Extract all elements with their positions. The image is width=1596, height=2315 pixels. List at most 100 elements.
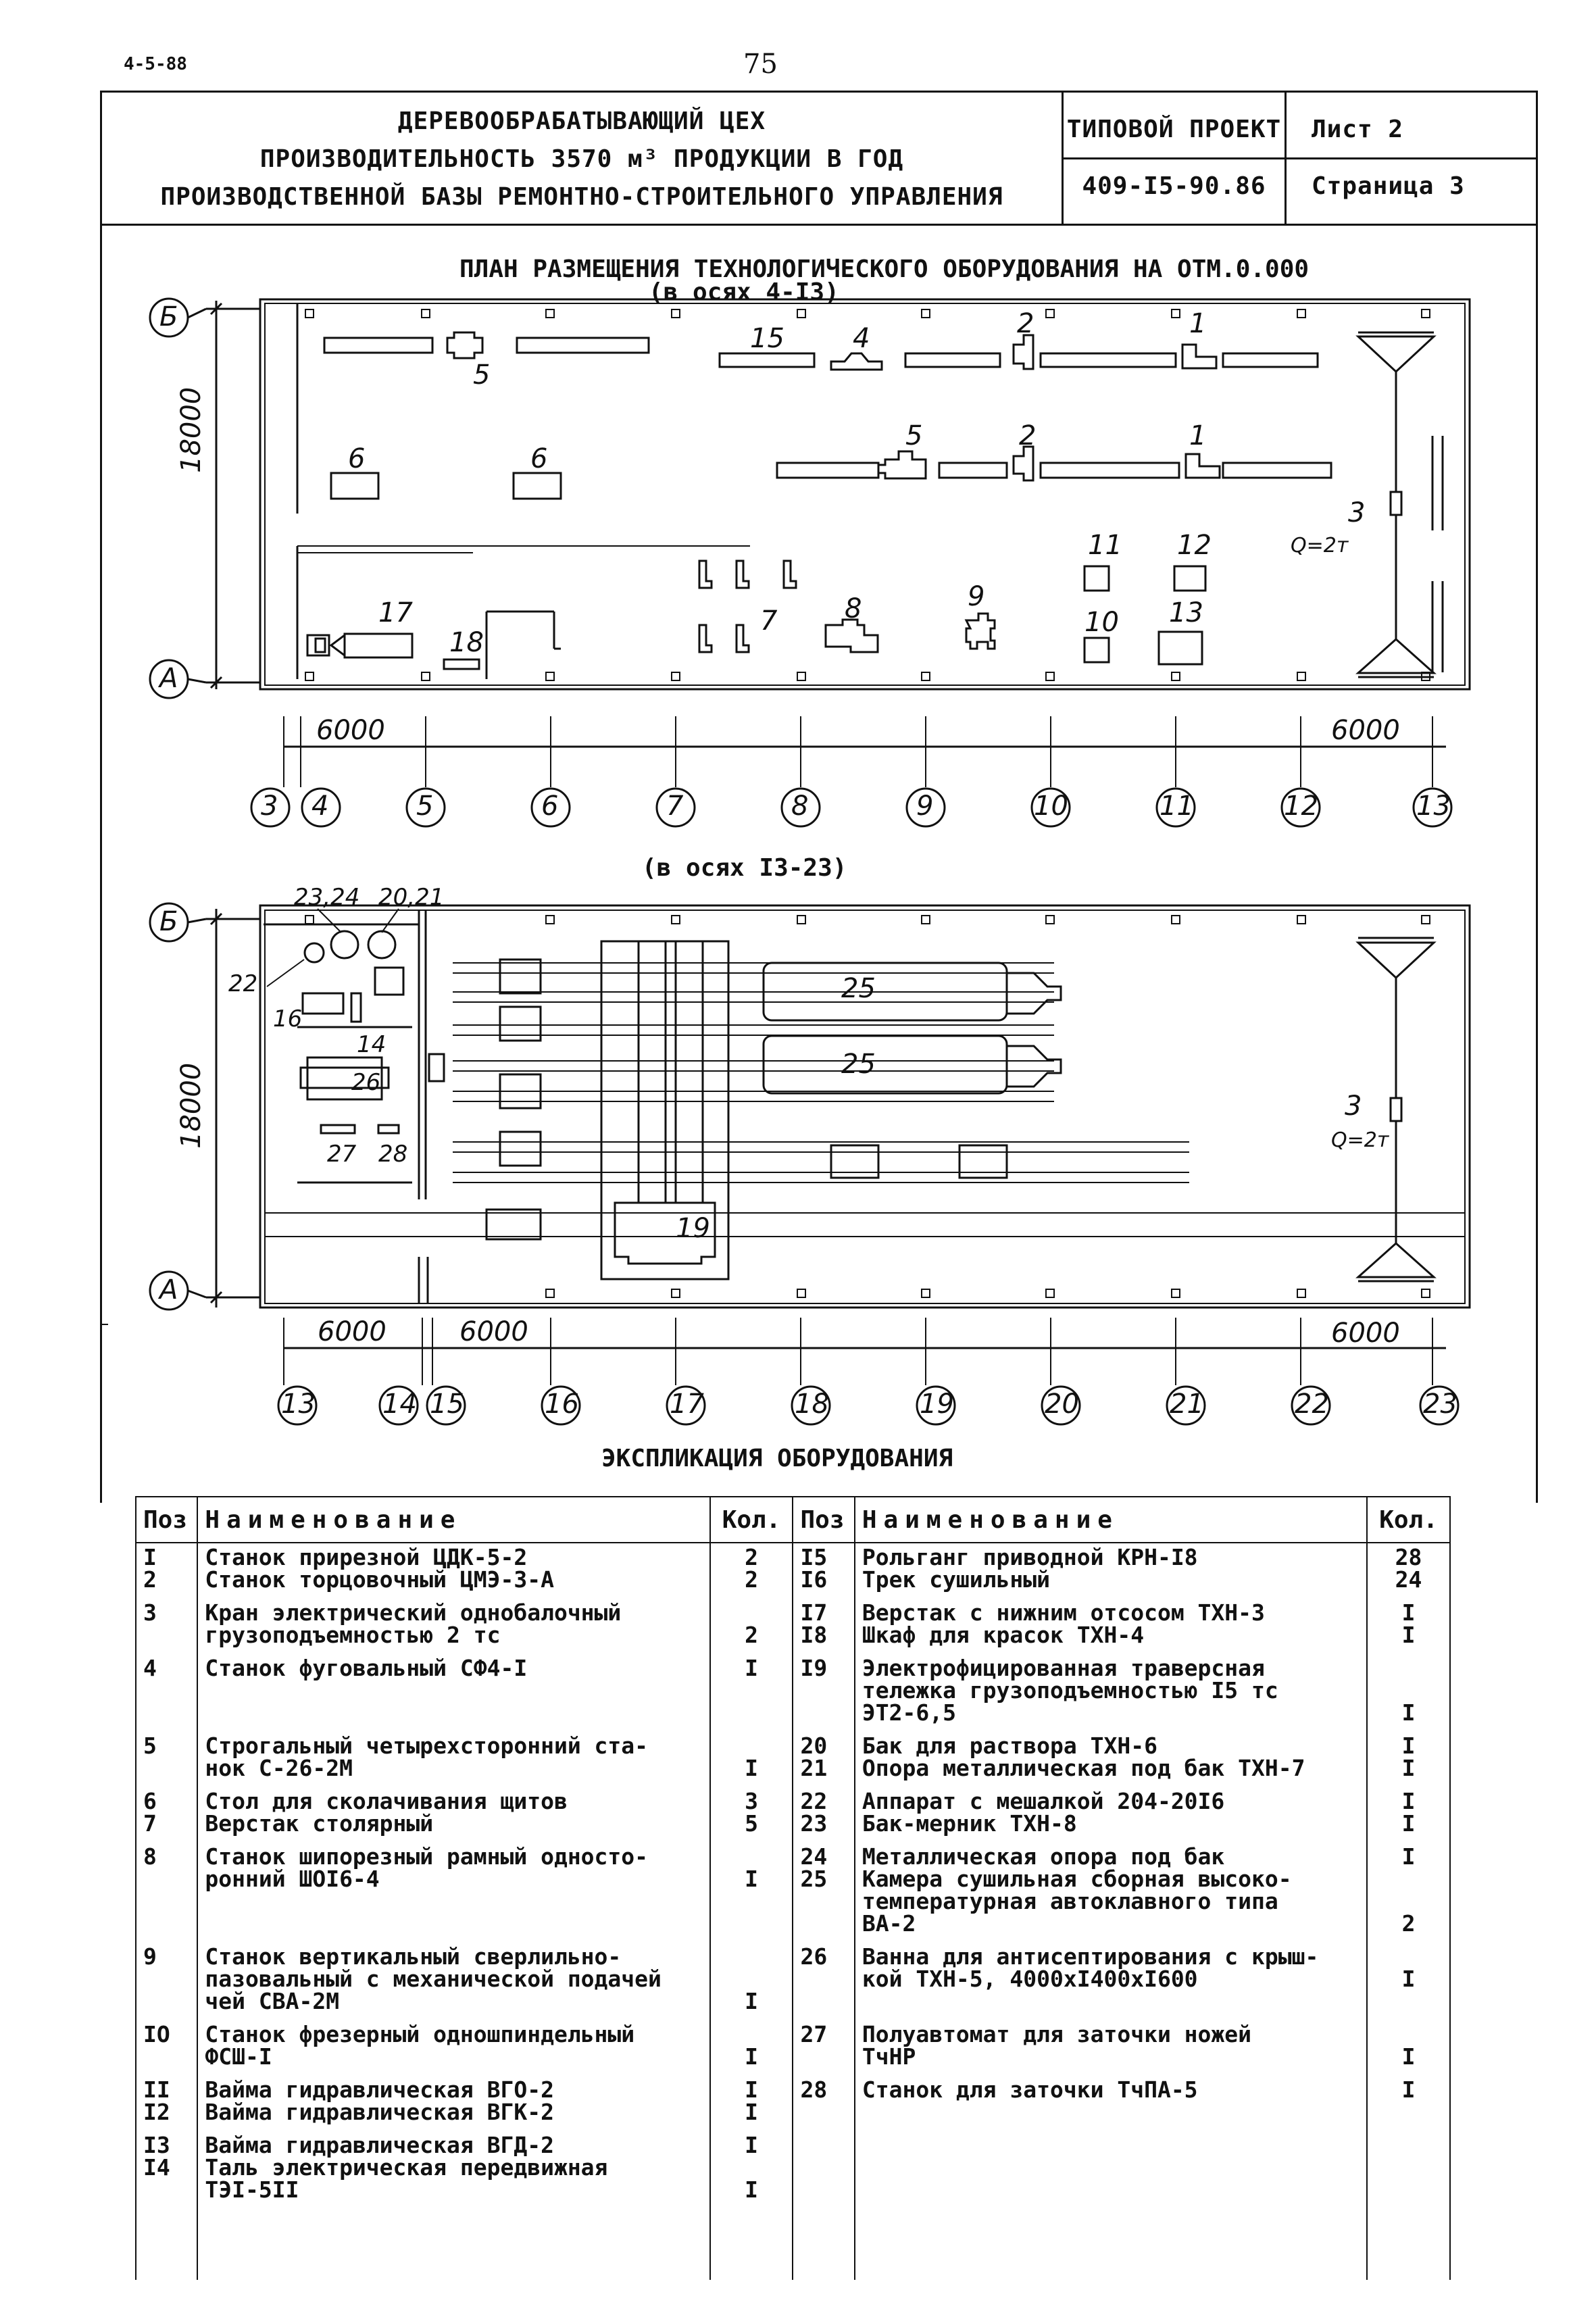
cell-qty: I I <box>709 2070 794 2126</box>
plan1-col-axis: 9 <box>916 791 934 822</box>
plan2-crane-capacity: Q=2т <box>1331 1128 1389 1152</box>
cell-name: Рольганг приводной КРН-I8 Трек сушильный <box>853 1543 1368 1593</box>
col-header-qty: Кол. <box>709 1496 794 1543</box>
document-code: 4-5-88 <box>124 54 187 74</box>
cell-pos: 3 <box>134 1593 199 1649</box>
plan1-height-dim: 18000 <box>176 387 207 473</box>
equipment-label: 1 <box>1189 420 1207 451</box>
plan2-subtitle: (в осях I3-23) <box>642 854 847 882</box>
equipment-label: 17 <box>378 597 413 628</box>
plan1-dim-right: 6000 <box>1331 715 1400 746</box>
equipment-label: 22 <box>228 970 258 997</box>
plan1-crane-capacity: Q=2т <box>1291 534 1349 557</box>
equipment-label: 13 <box>1169 597 1203 628</box>
plan2-col-axis: 17 <box>670 1389 704 1420</box>
cell-pos: I5 I6 <box>792 1543 855 1593</box>
plan2-axis-a: А <box>159 1274 178 1305</box>
title-block: ДЕРЕВООБРАБАТЫВАЮЩИЙ ЦЕХ ПРОИЗВОДИТЕЛЬНО… <box>100 91 1538 226</box>
cell-qty: 2 2 <box>709 1543 794 1593</box>
cell-name: Стол для сколачивания щитов Верстак стол… <box>197 1782 711 1837</box>
cell-pos: I7 I8 <box>792 1593 855 1649</box>
cell-pos: I3 I4 <box>134 2126 199 2204</box>
equipment-label: 6 <box>530 443 548 474</box>
plan1-col-axis: 6 <box>541 791 559 822</box>
plan2-height-dim: 18000 <box>176 1062 207 1149</box>
equipment-label: 19 <box>676 1213 710 1244</box>
plan1-title: ПЛАН РАЗМЕЩЕНИЯ ТЕХНОЛОГИЧЕСКОГО ОБОРУДО… <box>459 255 1310 283</box>
cell-pos: 26 <box>792 1937 855 2015</box>
cell-name: Ваймa гидравлическая ВГО-2 Вайма гидравл… <box>197 2070 711 2126</box>
cell-qty: I I <box>1366 1782 1451 1837</box>
cell-pos: 28 <box>792 2070 855 2126</box>
cell-qty: 2 <box>709 1593 794 1649</box>
plan1-col-axis: 5 <box>416 791 434 822</box>
cell-qty: 3 5 <box>709 1782 794 1837</box>
cell-pos <box>792 2126 855 2204</box>
cell-pos: 6 7 <box>134 1782 199 1837</box>
cell-qty: I <box>1366 1649 1451 1726</box>
title-line-1: ДЕРЕВООБРАБАТЫВАЮЩИЙ ЦЕХ <box>397 107 766 135</box>
col-header-pos: Поз <box>134 1496 199 1543</box>
plan2-col-axis: 20 <box>1045 1389 1079 1420</box>
plan1-dim-left: 6000 <box>316 715 385 746</box>
cell-pos: 24 25 <box>792 1837 855 1937</box>
cell-qty: 28 24 <box>1366 1543 1451 1593</box>
equipment-label: 5 <box>473 359 491 391</box>
plan2-col-axis: 13 <box>281 1389 316 1420</box>
cell-name: Станок прирезной ЦДК-5-2 Станок торцовоч… <box>197 1543 711 1593</box>
plan2-col-axis: 22 <box>1295 1389 1329 1420</box>
cell-qty: I I <box>1366 1726 1451 1782</box>
cell-name: Бак для раствора ТХН-6 Опора металлическ… <box>853 1726 1368 1782</box>
equipment-label: 18 <box>449 627 484 658</box>
cell-name: Электрофицированная траверсная тележка г… <box>853 1649 1368 1726</box>
equipment-label: 25 <box>841 1049 876 1080</box>
project-label: ТИПОВОЙ ПРОЕКТ <box>1066 116 1282 143</box>
equipment-label: 28 <box>378 1141 408 1168</box>
frame-left <box>100 226 102 1503</box>
equipment-label: 14 <box>357 1031 386 1058</box>
equipment-label: 4 <box>853 323 870 354</box>
plan2-col-axis: 21 <box>1170 1389 1204 1420</box>
cell-pos: 27 <box>792 2015 855 2070</box>
frame-right <box>1536 226 1538 1503</box>
equipment-label: 27 <box>327 1141 357 1168</box>
equipment-label: 16 <box>273 1005 303 1032</box>
explication-table: Поз Наименование Кол. Поз Наименование К… <box>134 1496 1451 2280</box>
col-header-name: Наименование <box>853 1496 1368 1543</box>
equipment-label: 20,21 <box>378 884 445 911</box>
equipment-label: 23,24 <box>294 884 360 911</box>
plan1-col-axis: 7 <box>666 791 684 822</box>
plan2-col-axis: 18 <box>795 1389 829 1420</box>
equipment-label: 26 <box>351 1069 381 1096</box>
project-number: 409-I5-90.86 <box>1082 172 1266 200</box>
col-header-name: Наименование <box>197 1496 711 1543</box>
col-header-qty: Кол. <box>1366 1496 1451 1543</box>
cell-qty: I <box>709 1837 794 1937</box>
equipment-label: 2 <box>1017 308 1034 339</box>
cell-qty: I 2 <box>1366 1837 1451 1937</box>
cell-pos: I 2 <box>134 1543 199 1593</box>
page-number: 75 <box>743 49 778 80</box>
cell-qty: I <box>709 1937 794 2015</box>
plan1-axis-b: Б <box>159 301 178 332</box>
plan2-dim-mid: 6000 <box>459 1316 528 1347</box>
cell-qty: I <box>1366 1937 1451 2015</box>
explication-title: ЭКСПЛИКАЦИЯ ОБОРУДОВАНИЯ <box>601 1445 953 1472</box>
plan2-col-axis: 14 <box>382 1389 417 1420</box>
cell-name: Аппарат с мешалкой 204-20I6 Бак-мерник Т… <box>853 1782 1368 1837</box>
plan1-axis-a: А <box>159 663 178 694</box>
plan1-col-axis: 8 <box>791 791 809 822</box>
col-header-pos: Поз <box>792 1496 855 1543</box>
equipment-label: 7 <box>760 605 778 637</box>
equipment-label: 3 <box>1345 1091 1362 1122</box>
cell-name: Станок шипорезный рамный односто- ронний… <box>197 1837 711 1937</box>
cell-pos: 5 <box>134 1726 199 1782</box>
cell-pos: 8 <box>134 1837 199 1937</box>
cell-pos: IO <box>134 2015 199 2070</box>
